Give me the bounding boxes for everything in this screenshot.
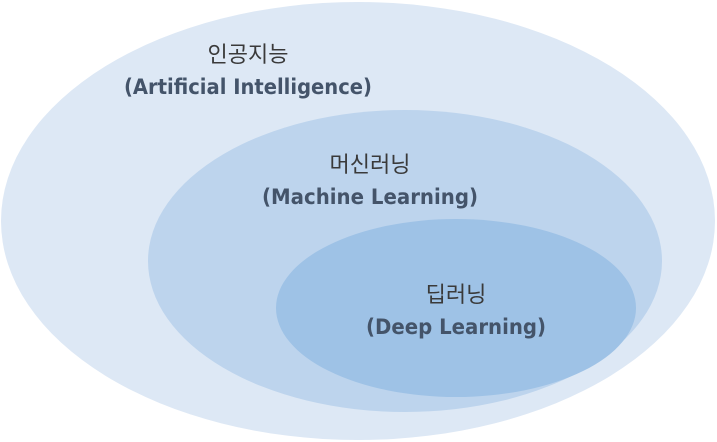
ellipse-deep-learning [276, 219, 636, 397]
label-machine-learning-ko: 머신러닝 [330, 153, 411, 178]
label-deep-learning-en: (Deep Learning) [366, 315, 546, 339]
label-artificial-intelligence-ko: 인공지능 [208, 43, 289, 68]
label-deep-learning-ko: 딥러닝 [426, 283, 487, 308]
label-artificial-intelligence-en: (Artificial Intelligence) [124, 75, 372, 99]
label-machine-learning-en: (Machine Learning) [262, 185, 478, 209]
